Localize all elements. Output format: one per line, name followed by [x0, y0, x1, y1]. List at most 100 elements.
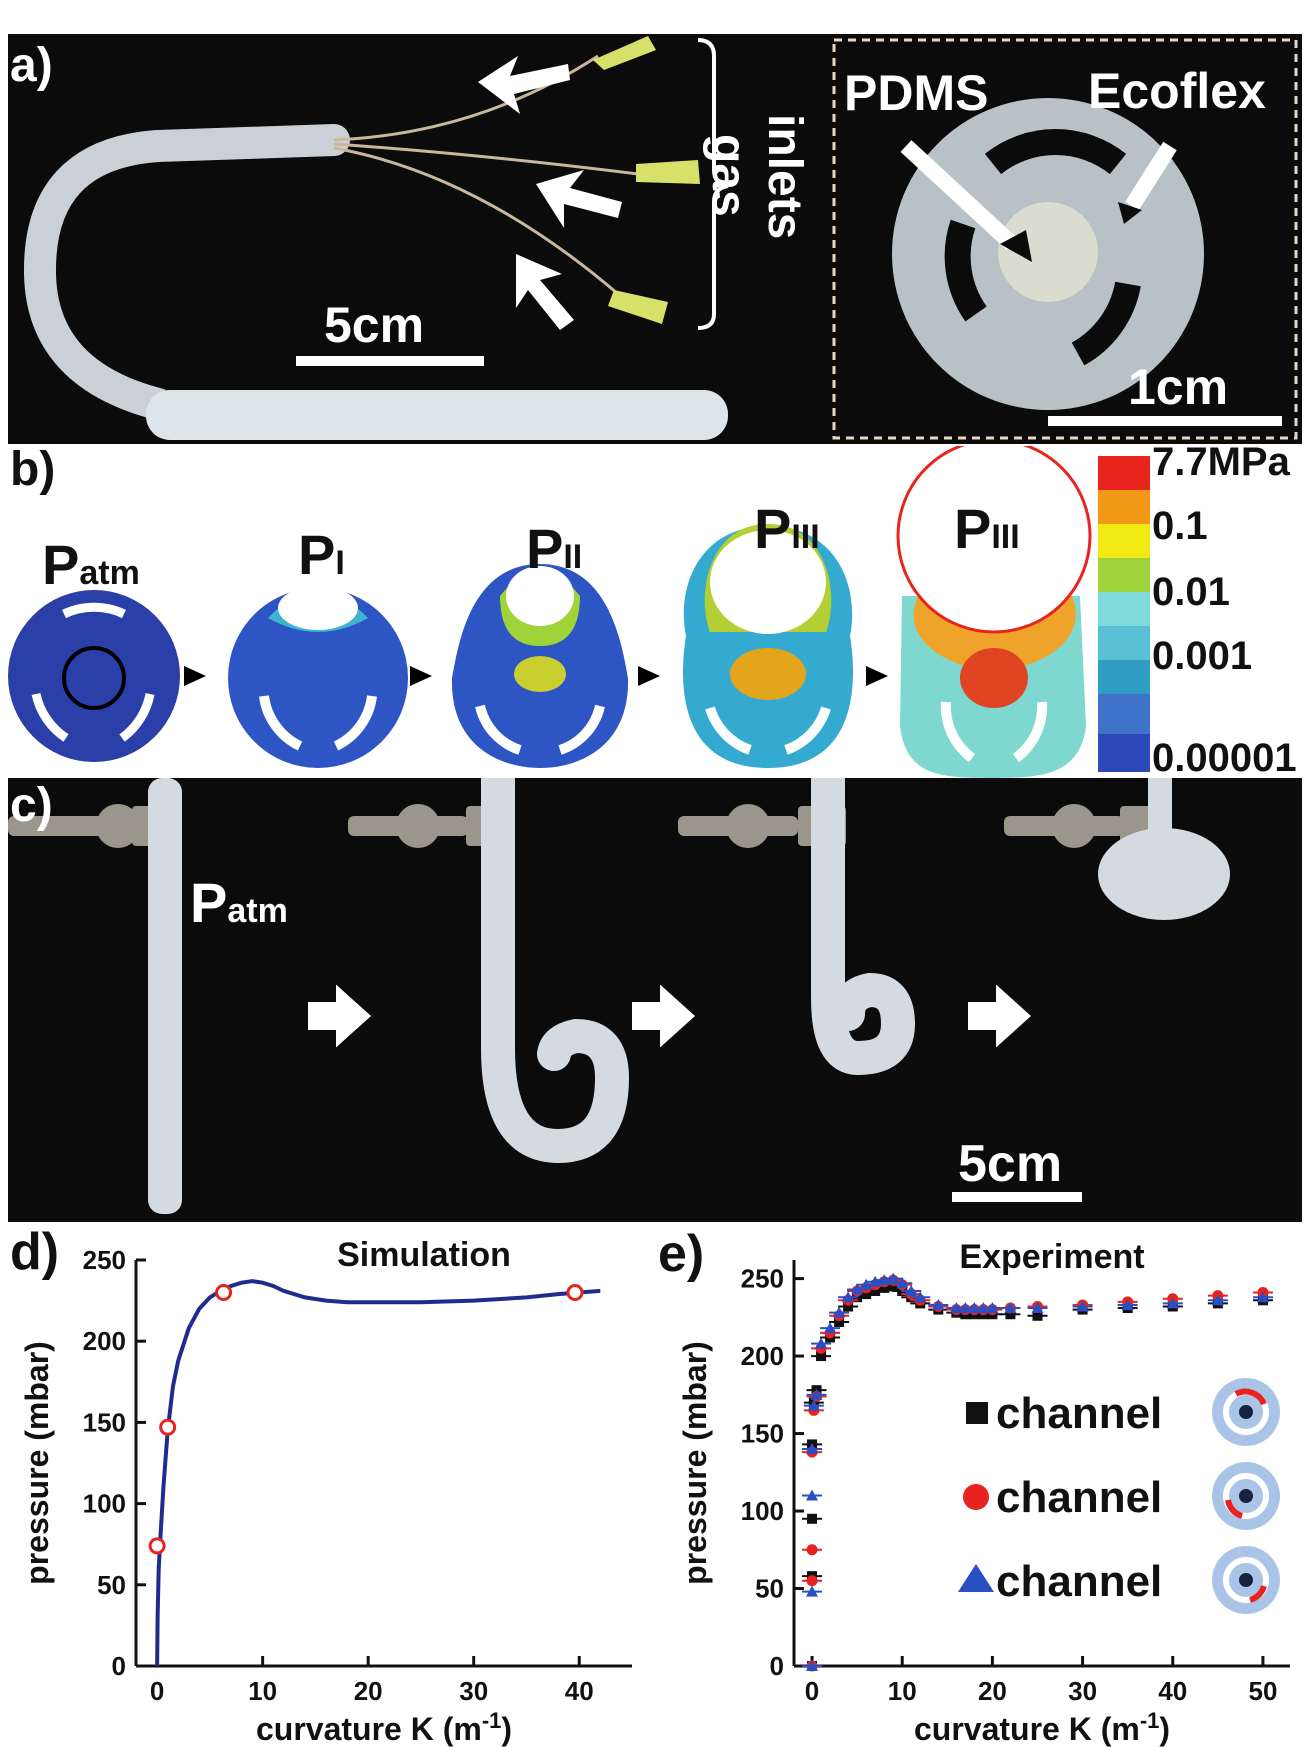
state-label-p2: PII: [526, 517, 583, 580]
y-tick-label: 150: [741, 1419, 784, 1449]
arrow-icon: [866, 666, 888, 686]
x-tick-label: 20: [354, 1676, 383, 1706]
x-tick-label: 40: [1158, 1676, 1187, 1706]
legend-marker: [966, 1402, 988, 1424]
needle-hub-2: [636, 160, 700, 184]
data-point: [566, 1283, 584, 1301]
arrow-icon: [184, 666, 206, 686]
colorbar-tick: 0.01: [1152, 570, 1230, 614]
arrow-icon: [410, 666, 432, 686]
colorbar-tick: 0.1: [1152, 504, 1208, 548]
cross-section-p2: [451, 564, 629, 768]
gas-line-2: [333, 142, 639, 176]
legend-marker: [958, 1564, 994, 1592]
chart-title: Simulation: [337, 1236, 511, 1274]
data-point: [914, 1291, 927, 1303]
colorbar-swatch: [1098, 592, 1150, 626]
scale-label-c: 5cm: [958, 1135, 1063, 1193]
panel-b-simulation: b) Patm PI PII PIII PIII 7.7MPa 0.1 0.01…: [0, 438, 1308, 780]
channel-core: [1239, 1573, 1253, 1587]
chart-title: Experiment: [959, 1238, 1144, 1276]
x-tick-label: 50: [1248, 1676, 1277, 1706]
data-point: [887, 1272, 900, 1284]
scale-bar-a: [296, 356, 484, 366]
y-tick-label: 200: [741, 1341, 784, 1371]
data-point: [834, 1316, 845, 1327]
colorbar-swatch: [1098, 490, 1150, 524]
data-point: [816, 1351, 827, 1362]
legend-label: channel: [996, 1389, 1162, 1438]
gas-label: gas: [702, 134, 755, 217]
data-point: [869, 1275, 882, 1287]
y-tick-label: 0: [112, 1651, 126, 1681]
data-point: [806, 1489, 819, 1501]
x-tick-label: 0: [150, 1676, 164, 1706]
actuator-body: [146, 390, 728, 440]
active-channel: [1234, 1388, 1267, 1406]
channel-ring: [1223, 1557, 1269, 1603]
inlets-label: inlets: [758, 114, 811, 240]
data-point: [148, 1537, 166, 1555]
y-axis-label: pressure (mbar): [19, 1341, 55, 1585]
scale-label-a: 5cm: [324, 297, 425, 353]
colorbar-swatch: [1098, 524, 1150, 558]
y-tick-label: 200: [83, 1326, 126, 1356]
y-tick-label: 50: [755, 1574, 784, 1604]
data-point: [1211, 1294, 1224, 1306]
data-point: [1076, 1300, 1089, 1312]
cross-section-p1: [228, 586, 408, 768]
state-label-c-atm: Patm: [190, 871, 288, 934]
data-point: [1031, 1302, 1044, 1314]
pdms-label: PDMS: [844, 65, 989, 121]
actuator-tube: [23, 124, 350, 420]
data-point: [1256, 1291, 1269, 1303]
data-point: [1166, 1297, 1179, 1309]
simulation-curve: [155, 1279, 601, 1667]
data-point: [878, 1274, 891, 1286]
arrow-icon: [478, 56, 622, 330]
pdms-pointer: [900, 140, 1018, 250]
x-axis-label: curvature K (m-1): [914, 1708, 1170, 1747]
scale-bar-c: [952, 1192, 1082, 1202]
colorbar-swatch: [1098, 456, 1150, 490]
x-axis-label: curvature K (m-1): [256, 1708, 512, 1747]
cross-section-atm: [8, 590, 180, 762]
panel-c-illustration: [8, 761, 1230, 1214]
legend-label: channel: [996, 1557, 1162, 1606]
data-point: [861, 1289, 872, 1300]
active-channel: [1225, 1499, 1244, 1519]
actuator-bent-3: [1098, 778, 1230, 920]
colorbar-swatch: [1098, 694, 1150, 734]
y-axis-label: pressure (mbar): [677, 1341, 713, 1585]
scale-bar-inset: [1048, 416, 1282, 426]
actuator-bent-2: [811, 761, 916, 1076]
y-tick-label: 250: [741, 1264, 784, 1294]
data-point: [851, 1283, 864, 1295]
pdms-core: [998, 202, 1098, 302]
cross-section-p3-b: [896, 438, 1092, 778]
actuator-straight: [148, 778, 182, 1214]
data-point: [815, 1337, 828, 1349]
y-tick-label: 150: [83, 1407, 126, 1437]
data-point: [905, 1284, 918, 1296]
data-point: [806, 1660, 819, 1671]
data-point: [860, 1278, 873, 1290]
legend-label: channel: [996, 1473, 1162, 1522]
active-channel: [1248, 1584, 1267, 1603]
data-point: [806, 1544, 818, 1556]
state-label-p3-b: PIII: [954, 497, 1020, 560]
x-tick-label: 0: [805, 1676, 819, 1706]
y-tick-label: 100: [741, 1496, 784, 1526]
data-point: [807, 1399, 820, 1411]
arrow-icon: [304, 975, 1037, 1057]
colorbar-swatch: [1098, 558, 1150, 592]
state-label-p1: PI: [298, 523, 345, 586]
colorbar-swatch: [1098, 626, 1150, 660]
data-point: [843, 1301, 854, 1312]
panel-e-label: e): [658, 1225, 705, 1283]
panel-a-illustration: [23, 36, 1298, 440]
panel-d-label: d): [10, 1223, 60, 1281]
colorbar: 7.7MPa 0.1 0.01 0.001 0.00001: [1098, 440, 1308, 780]
